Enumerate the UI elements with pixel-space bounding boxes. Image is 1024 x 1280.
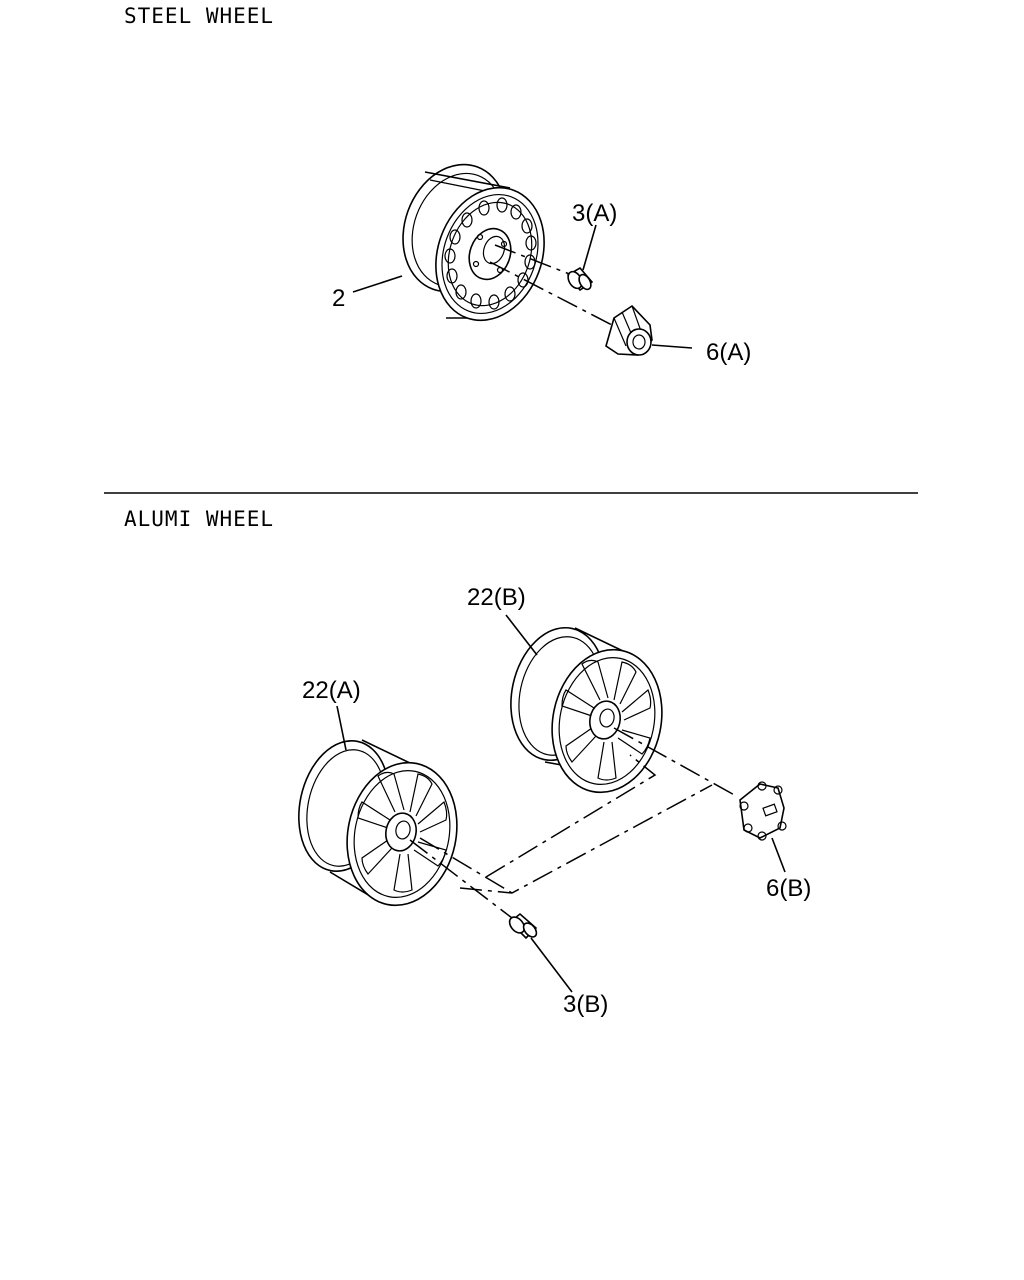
leader-line-2	[352, 275, 403, 293]
callout-3b: 3(B)	[563, 991, 608, 1018]
alumi-wheel-b	[510, 626, 663, 794]
leader-line-3b	[530, 937, 573, 993]
alumi-wheel-center-cap	[739, 781, 787, 841]
callout-6a: 6(A)	[706, 339, 751, 366]
callout-2: 2	[332, 285, 345, 312]
alumi-wheel-b-spokes	[561, 659, 652, 781]
alumi-wheel-a-spokes	[357, 771, 448, 893]
leader-line-22a	[336, 705, 347, 751]
callout-6b: 6(B)	[766, 875, 811, 902]
steel-wheel	[402, 163, 545, 322]
steel-wheel-center-cap	[605, 304, 653, 356]
leader-line-22b	[505, 614, 538, 656]
steel-wheel-nut	[566, 266, 594, 292]
alumi-wheel-nut	[508, 912, 538, 940]
callout-3a: 3(A)	[572, 200, 617, 227]
leader-line-6b	[771, 837, 786, 873]
callout-22b: 22(B)	[467, 584, 526, 611]
alumi-wheel-title: ALUMI WHEEL	[124, 507, 274, 531]
leader-line-3a	[582, 224, 597, 271]
alumi-wheel-a	[298, 739, 458, 907]
leader-line-6a	[651, 344, 693, 349]
steel-wheel-title: STEEL WHEEL	[124, 4, 274, 28]
callout-22a: 22(A)	[302, 677, 361, 704]
steel-wheel-vent-holes	[444, 197, 537, 310]
